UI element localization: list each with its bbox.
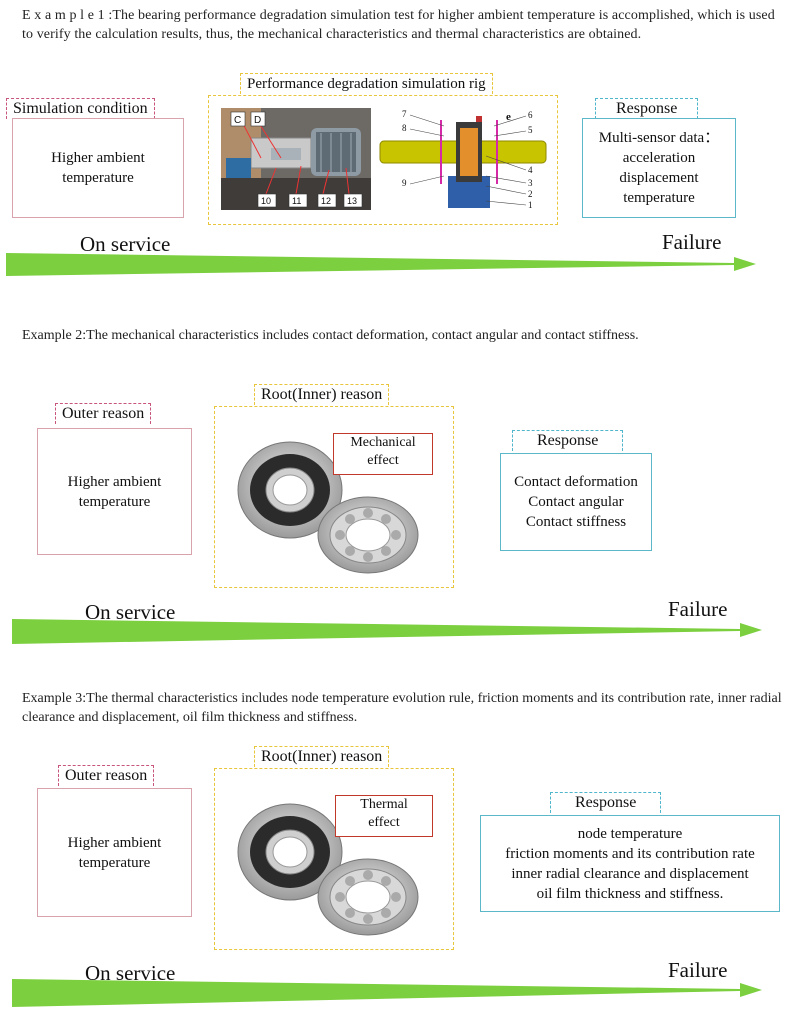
ex3-effect-line: effect [368, 815, 400, 830]
rig-diagram-label: 4 [528, 165, 533, 175]
rig-diagram-label: 6 [528, 110, 533, 120]
ex3-failure-label: Failure [668, 958, 728, 982]
ex2-mechanical-effect-label: Mechanical effect [333, 433, 433, 475]
rig-photo-label: 12 [321, 196, 331, 206]
ex1-response-line: Multi-sensor data： [598, 130, 720, 146]
rig-diagram-label: 9 [402, 178, 407, 188]
ex2-response-line: Contact angular [528, 494, 624, 510]
rig-photo-label: 10 [261, 196, 271, 206]
ex2-failure-label: Failure [668, 597, 728, 621]
ex3-response-tag: Response [550, 792, 662, 813]
ex2-root-reason-tag: Root(Inner) reason [254, 384, 390, 405]
ex1-simulation-condition-tag: Simulation condition [6, 98, 155, 119]
ex2-outer-text: Higher ambient temperature [67, 473, 162, 510]
ex2-response-line: Contact stiffness [525, 514, 627, 530]
ex1-response-box: Multi-sensor data： acceleration displace… [582, 118, 736, 218]
ex1-condition-text: Higher ambient temperature [51, 150, 145, 186]
example2-description: Example 2:The mechanical characteristics… [22, 328, 639, 343]
rig-diagram-label: e [506, 111, 511, 123]
ex2-response-box: Contact deformation Contact angular Cont… [500, 453, 652, 551]
ex3-response-box: node temperature friction moments and it… [480, 815, 780, 912]
ex3-bearings-image [228, 787, 438, 942]
example1-description: E x a m p l e 1 :The bearing performance… [22, 8, 775, 42]
ex1-on-service-label: On service [80, 232, 171, 256]
ex3-response-line: inner radial clearance and displacement [511, 865, 749, 882]
rig-photo-label: D [254, 115, 261, 126]
ex1-rig-frame [208, 95, 558, 225]
ex2-response-line: Contact deformation [514, 474, 638, 490]
ex1-condition-box: Higher ambient temperature [12, 118, 184, 218]
ex3-response-line: node temperature [577, 825, 683, 842]
rig-diagram-label: 3 [528, 178, 533, 188]
ex2-root-frame [214, 406, 454, 588]
ex3-effect-line: Thermal [360, 797, 408, 812]
rig-diagram-label: 5 [528, 125, 533, 135]
ex2-effect-line: Mechanical [350, 435, 416, 450]
rig-cross-section-diagram: 7 8 9 6 5 4 3 2 1 e [376, 106, 551, 214]
ex3-outer-text: Higher ambient temperature [67, 834, 162, 871]
ex1-response-line: temperature [623, 190, 695, 206]
ex2-effect-line: effect [367, 453, 399, 468]
ex2-response-tag: Response [512, 430, 624, 451]
ex3-root-reason-tag: Root(Inner) reason [254, 746, 390, 767]
ex1-response-line: acceleration [622, 150, 696, 166]
ex2-outer-reason-tag: Outer reason [55, 403, 152, 424]
rig-diagram-label: 8 [402, 123, 407, 133]
rig-photo-image: C D 10 11 12 13 [221, 108, 371, 210]
ex1-failure-label: Failure [662, 230, 722, 254]
ex1-rig-tag: Performance degradation simulation rig [240, 73, 493, 94]
ex1-timeline-arrow [6, 249, 756, 279]
ex3-thermal-effect-label: Thermal effect [335, 795, 433, 837]
rig-photo-label: 13 [347, 196, 357, 206]
rig-diagram-label: 1 [528, 200, 533, 210]
ex3-outer-reason-tag: Outer reason [58, 765, 155, 786]
ex3-root-frame [214, 768, 454, 950]
ex3-timeline-arrow [12, 975, 762, 1009]
rig-diagram-label: 2 [528, 189, 533, 199]
rig-photo-label: 11 [292, 196, 301, 206]
ex3-outer-box: Higher ambient temperature [37, 788, 192, 917]
ex1-response-line: displacement [619, 170, 699, 186]
ex2-timeline-arrow [12, 615, 762, 647]
ex3-response-line: oil film thickness and stiffness. [536, 885, 724, 902]
ex2-bearings-image [228, 425, 438, 580]
ex1-response-tag: Response [595, 98, 699, 119]
ex3-response-line: friction moments and its contribution ra… [505, 845, 755, 862]
example3-description: Example 3:The thermal characteristics in… [22, 691, 782, 725]
ex2-on-service-label: On service [85, 600, 176, 624]
rig-diagram-label: 7 [402, 109, 407, 119]
ex2-outer-box: Higher ambient temperature [37, 428, 192, 555]
rig-photo-label: C [234, 115, 241, 126]
